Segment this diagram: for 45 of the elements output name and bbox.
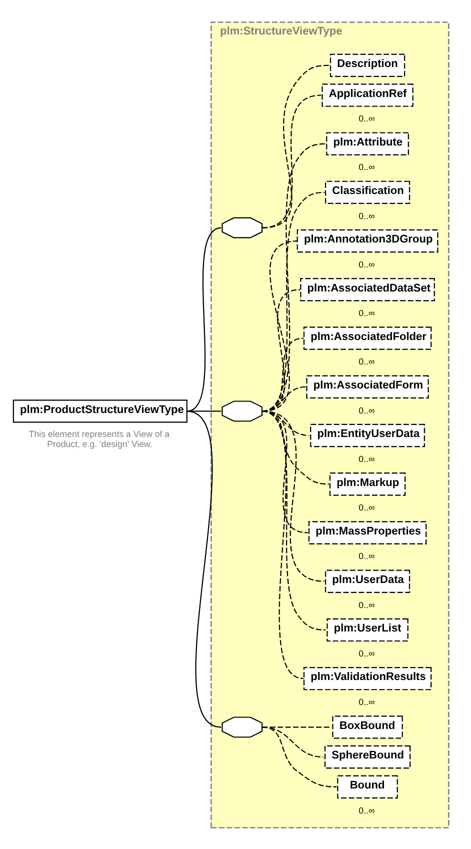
connector <box>262 410 325 582</box>
node-label: 0..∞ <box>358 308 375 318</box>
node-label: This element represents a View of a Product, e.g. 'design' View. <box>28 428 170 448</box>
node-box: plm:UserData <box>325 569 410 592</box>
node-box: plm:AssociatedFolder <box>303 326 432 350</box>
connector <box>262 410 326 630</box>
node-box: Description <box>330 53 406 76</box>
node-label: 0..∞ <box>358 804 375 815</box>
node-box: plm:Annotation3DGroup <box>296 228 438 252</box>
node-label: 0..∞ <box>358 162 375 172</box>
node-box: plm:MassProperties <box>308 520 427 544</box>
node-label: 0..∞ <box>358 696 375 706</box>
node-label: 0..∞ <box>358 648 375 658</box>
node-box: plm:EntityUserData <box>310 423 425 447</box>
connector <box>186 410 222 728</box>
node-label: 0..∞ <box>358 502 375 512</box>
connector <box>262 726 337 787</box>
node-box: plm:Markup <box>329 472 406 496</box>
node-box: ApplicationRef <box>322 83 414 106</box>
connector <box>262 726 324 758</box>
node-label: 0..∞ <box>358 356 375 366</box>
connector <box>262 94 322 228</box>
connector <box>262 64 329 228</box>
connector <box>186 410 222 412</box>
node-label: 0..∞ <box>358 599 375 610</box>
node-box: plm:ProductStructureViewType <box>12 399 188 422</box>
node-box: Classification <box>325 180 410 204</box>
node-box: plm:AssociatedForm <box>306 374 429 398</box>
node-label: 0..∞ <box>358 453 375 464</box>
connector <box>262 726 332 728</box>
node-label: 0..∞ <box>358 113 375 124</box>
node-box: BoxBound <box>332 715 403 738</box>
node-label: 0..∞ <box>358 258 375 269</box>
node-octagon <box>222 216 263 238</box>
node-label: 0..∞ <box>358 404 375 415</box>
node-octagon <box>222 716 263 738</box>
node-label: 0..∞ <box>358 550 375 561</box>
node-box: Bound <box>337 774 398 798</box>
node-box: SphereBound <box>324 744 411 768</box>
node-box: plm:UserList <box>326 618 408 642</box>
node-label: 0..∞ <box>358 210 375 220</box>
node-octagon <box>222 400 263 422</box>
node-box: plm:ValidationResults <box>303 666 432 690</box>
node-box: plm:Attribute <box>326 132 409 155</box>
node-box: plm:AssociatedDataSet <box>300 278 435 301</box>
